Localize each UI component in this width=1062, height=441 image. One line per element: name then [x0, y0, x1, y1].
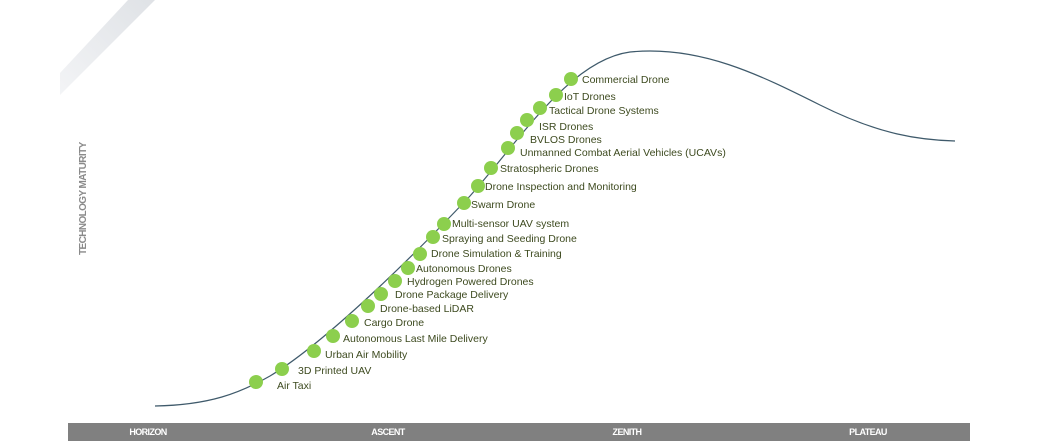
technology-label: ISR Drones	[539, 121, 593, 133]
technology-label: Stratospheric Drones	[500, 163, 599, 175]
technology-dot	[510, 126, 524, 140]
y-axis-label: TECHNOLOGY MATURITY	[78, 142, 89, 255]
stage-zenith: ZENITH	[612, 427, 643, 437]
technology-label: BVLOS Drones	[530, 134, 602, 146]
technology-point: Hydrogen Powered Drones	[388, 274, 534, 288]
technology-label: Urban Air Mobility	[325, 349, 408, 361]
technology-dot	[520, 113, 534, 127]
technology-label: Air Taxi	[277, 380, 311, 392]
technology-label: Drone-based LiDAR	[380, 303, 474, 315]
technology-dot	[307, 344, 321, 358]
technology-dot	[533, 101, 547, 115]
technology-label: Commercial Drone	[582, 74, 670, 86]
technology-dot	[361, 299, 375, 313]
technology-point: IoT Drones	[549, 88, 616, 103]
technology-point: Air Taxi	[249, 375, 311, 392]
technology-label: Cargo Drone	[364, 317, 424, 329]
technology-point: Unmanned Combat Aerial Vehicles (UCAVs)	[501, 141, 726, 159]
decorative-stripe	[60, 0, 155, 95]
technology-point: Spraying and Seeding Drone	[426, 230, 577, 245]
technology-label: Unmanned Combat Aerial Vehicles (UCAVs)	[520, 147, 726, 159]
technology-point: ISR Drones	[520, 113, 593, 133]
stage-plateau: PLATEAU	[849, 427, 887, 437]
stage-bar: HORIZON ASCENT ZENITH PLATEAU	[68, 423, 970, 441]
technology-label: IoT Drones	[564, 91, 616, 103]
technology-label: Swarm Drone	[471, 199, 535, 211]
maturity-curve	[154, 50, 956, 407]
technology-dot	[426, 230, 440, 244]
technology-point: Drone-based LiDAR	[361, 299, 474, 315]
technology-point: Drone Simulation & Training	[413, 247, 562, 261]
technology-dot	[374, 287, 388, 301]
technology-label: Spraying and Seeding Drone	[442, 233, 577, 245]
technology-label: Hydrogen Powered Drones	[407, 276, 534, 288]
technology-label: 3D Printed UAV	[298, 365, 371, 377]
technology-point: Swarm Drone	[457, 196, 535, 211]
technology-label: Drone Inspection and Monitoring	[485, 181, 637, 193]
technology-dot	[457, 196, 471, 210]
technology-label: Drone Simulation & Training	[431, 248, 562, 260]
technology-label: Tactical Drone Systems	[549, 105, 659, 117]
technology-dot	[564, 72, 578, 86]
technology-dot	[401, 261, 415, 275]
technology-dot	[413, 247, 427, 261]
technology-point: Autonomous Drones	[401, 261, 512, 275]
technology-point: Drone Inspection and Monitoring	[471, 179, 637, 193]
stage-ascent: ASCENT	[371, 427, 405, 437]
technology-point: Cargo Drone	[345, 314, 424, 329]
technology-point: Multi-sensor UAV system	[437, 217, 569, 231]
technology-point: 3D Printed UAV	[275, 362, 371, 377]
technology-point: Drone Package Delivery	[374, 287, 509, 301]
technology-label: Drone Package Delivery	[395, 289, 509, 301]
technology-label: Autonomous Last Mile Delivery	[343, 333, 488, 345]
technology-point: Tactical Drone Systems	[533, 101, 659, 117]
technology-point: Stratospheric Drones	[484, 161, 599, 175]
technology-dot	[501, 141, 515, 155]
technology-point: Commercial Drone	[564, 72, 670, 86]
technology-label: Multi-sensor UAV system	[452, 218, 569, 230]
technology-dot	[275, 362, 289, 376]
technology-point: Urban Air Mobility	[307, 344, 408, 361]
technology-dot	[345, 314, 359, 328]
technology-dot	[549, 88, 563, 102]
technology-point: BVLOS Drones	[510, 126, 602, 146]
technology-label: Autonomous Drones	[416, 263, 512, 275]
technology-dot	[484, 161, 498, 175]
technology-dot	[388, 274, 402, 288]
technology-dot	[249, 375, 263, 389]
technology-dot	[326, 329, 340, 343]
technology-dot	[471, 179, 485, 193]
stage-horizon: HORIZON	[129, 427, 167, 437]
technology-point: Autonomous Last Mile Delivery	[326, 329, 488, 345]
technology-dot	[437, 217, 451, 231]
